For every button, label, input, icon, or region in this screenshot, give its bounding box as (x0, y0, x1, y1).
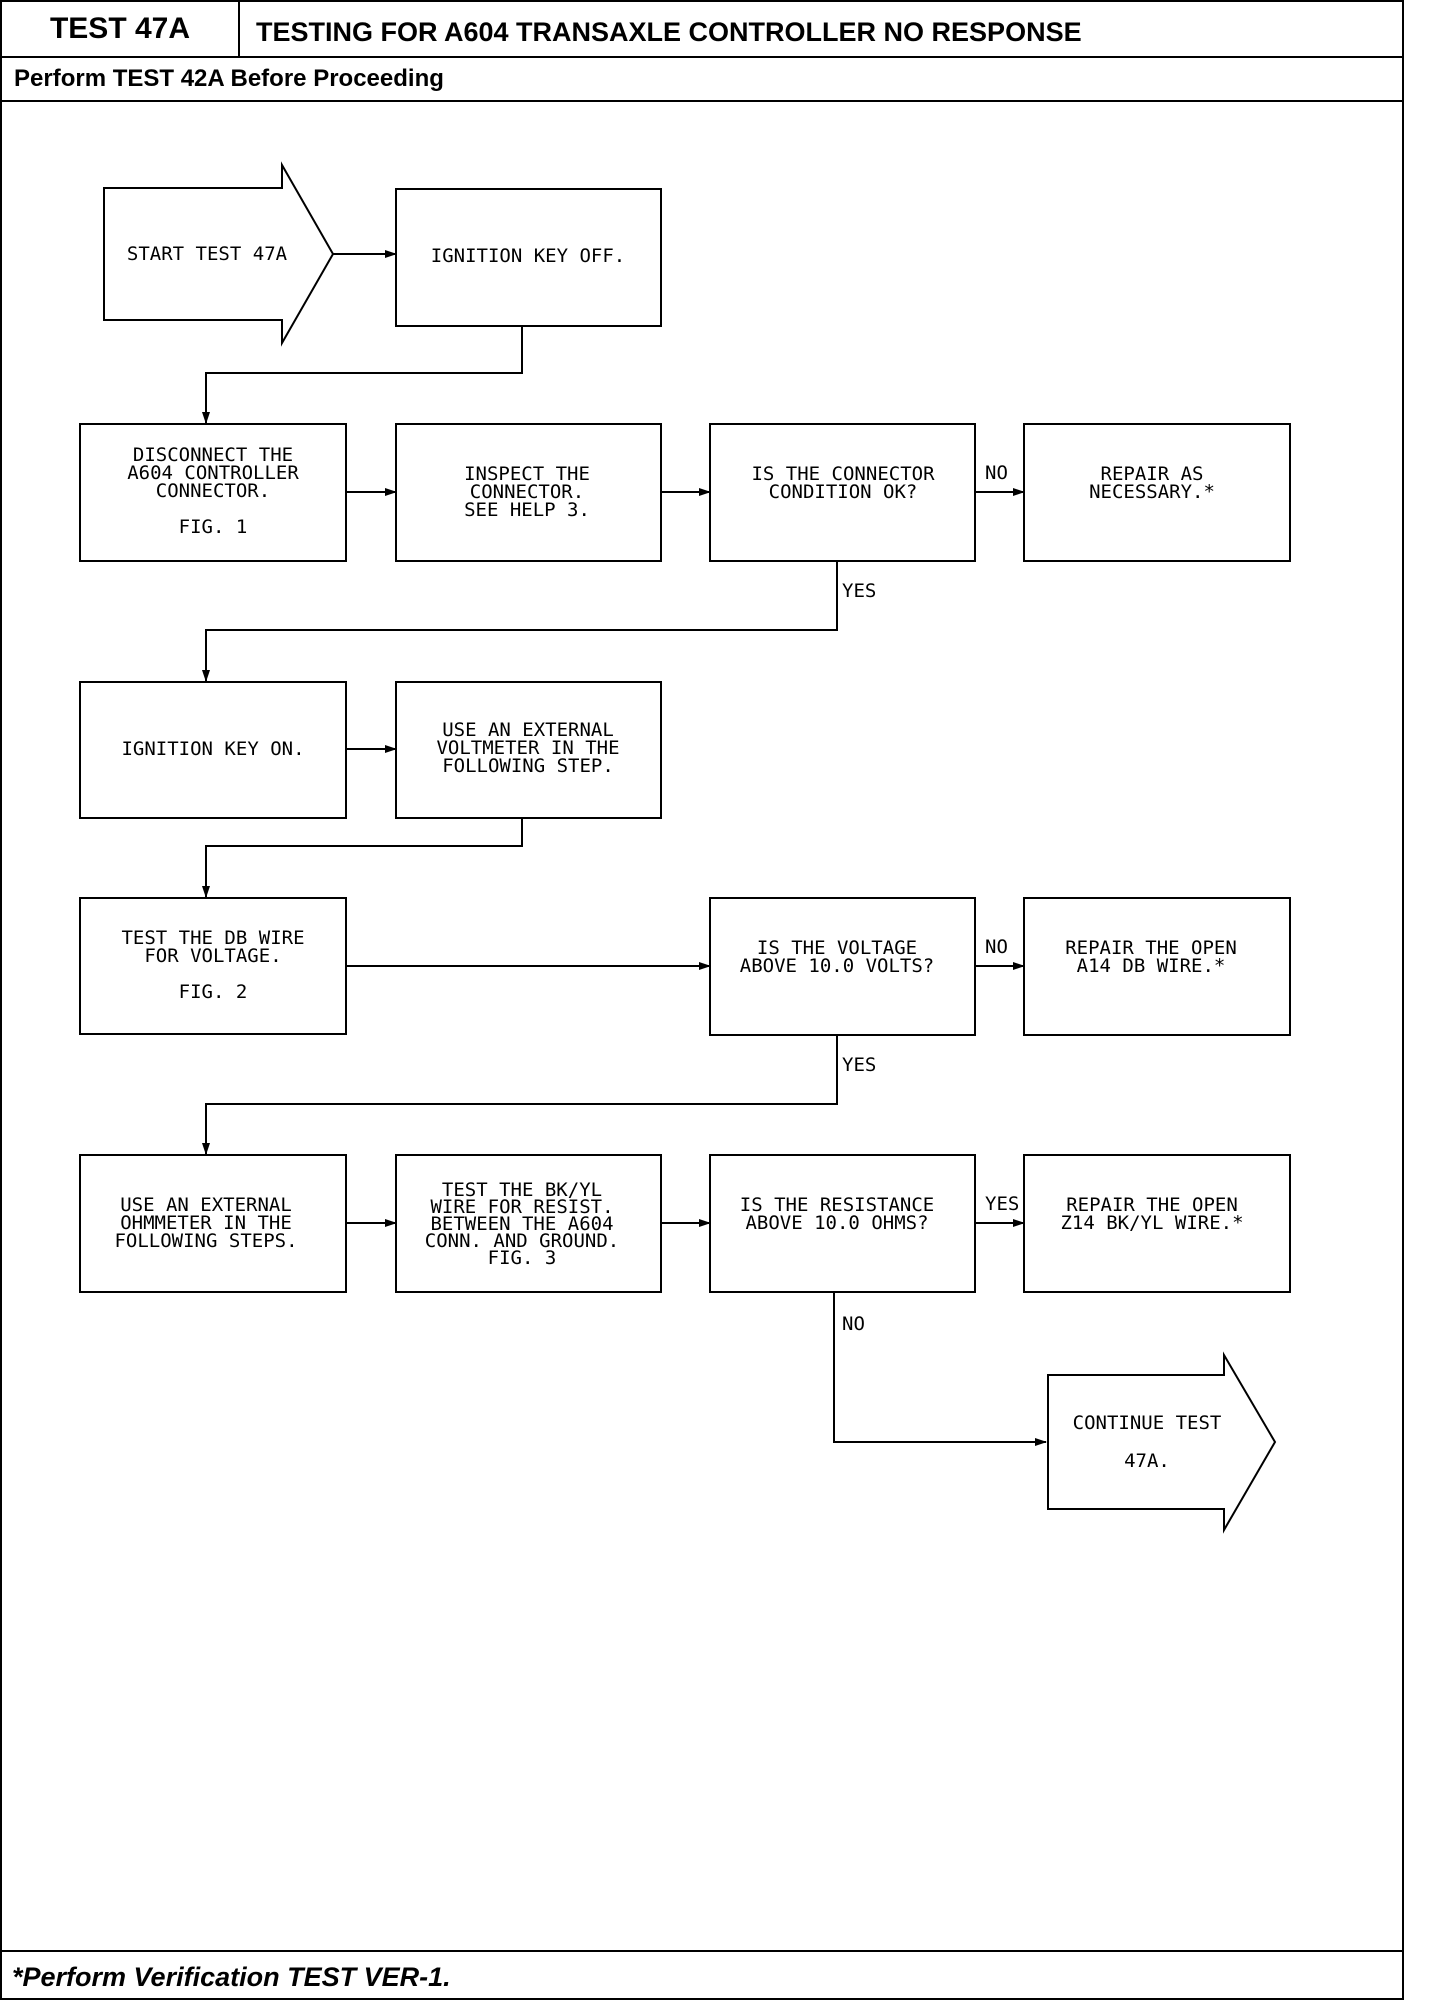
node-text-line: TEST THE DB WIRE (121, 927, 304, 949)
node-text-line: USE AN EXTERNAL (442, 719, 614, 741)
node-text-line: CONNECTOR. (156, 480, 270, 502)
connector-volt-q-yes (202, 1035, 838, 1155)
node-text-line: SEE HELP 3. (464, 499, 590, 521)
resistance-question-box (709, 1154, 976, 1293)
node-text-line: A604 CONTROLLER (127, 462, 299, 484)
branch-label-yes: YES (842, 580, 876, 602)
node-text-line: ABOVE 10.0 VOLTS? (740, 955, 934, 977)
test-db-wire-box (79, 897, 347, 1035)
header-row: TEST 47A TESTING FOR A604 TRANSAXLE CONT… (2, 2, 1402, 58)
node-text-line: START TEST 47A (127, 243, 288, 265)
verification-note: *Perform Verification TEST VER-1. (12, 1962, 451, 1992)
ohmmeter-box (79, 1154, 347, 1293)
node-text-line: CONN. AND GROUND. (425, 1230, 619, 1252)
test-title: TESTING FOR A604 TRANSAXLE CONTROLLER NO… (256, 17, 1082, 47)
start-arrow (103, 161, 335, 347)
connector-ign-off-to-disconnect (202, 326, 523, 424)
node-text-line: REPAIR THE OPEN (1065, 937, 1237, 959)
disconnect-box (79, 423, 347, 562)
connector-res-q-no (833, 1292, 1047, 1446)
node-text-line: CONDITION OK? (769, 481, 918, 503)
node-text-line: FOLLOWING STEPS. (114, 1230, 297, 1252)
node-text-line: FOR VOLTAGE. (144, 945, 281, 967)
footer-row: *Perform Verification TEST VER-1. (2, 1950, 1402, 2002)
ign-off-box (395, 188, 662, 327)
connectors (202, 250, 1047, 1446)
node-text-line: IGNITION KEY ON. (121, 738, 304, 760)
node-text-line: DISCONNECT THE (133, 444, 293, 466)
branch-label-no: NO (985, 936, 1008, 958)
connector-voltmeter-to-test-db (202, 818, 523, 898)
prerequisite-row: Perform TEST 42A Before Proceeding (2, 58, 1402, 102)
node-text-line: USE AN EXTERNAL (120, 1194, 292, 1216)
node-text-line: WIRE FOR RESIST. (430, 1196, 613, 1218)
node-text-line: INSPECT THE (464, 463, 590, 485)
node-text-line: REPAIR AS (1101, 463, 1204, 485)
node-text-line: FOLLOWING STEP. (442, 755, 614, 777)
ign-on-text: IGNITION KEY ON. (121, 738, 304, 760)
branch-label-yes: YES (842, 1054, 876, 1076)
prerequisite-note: Perform TEST 42A Before Proceeding (14, 65, 444, 92)
node-text-line: Z14 BK/YL WIRE.* (1060, 1212, 1243, 1234)
voltage-question-box (709, 897, 976, 1036)
node-text-line: REPAIR THE OPEN (1066, 1194, 1238, 1216)
continue-text: CONTINUE TEST 47A. (1073, 1412, 1222, 1472)
voltmeter-box (395, 681, 662, 819)
node-text-line: A14 DB WIRE.* (1077, 955, 1226, 977)
inspect-box (395, 423, 662, 562)
node-text-line: CONTINUE TEST (1073, 1412, 1222, 1434)
node-text-line: 47A. (1124, 1450, 1170, 1472)
repair-bkyl-wire-box (1023, 1154, 1291, 1293)
node-text-line: FIG. 3 (488, 1247, 557, 1269)
node-text-line: FIG. 1 (179, 516, 248, 538)
repair-necessary-box (1023, 423, 1291, 562)
test-id: TEST 47A (2, 2, 240, 56)
page-frame: TEST 47A TESTING FOR A604 TRANSAXLE CONT… (0, 0, 1404, 2000)
branch-label-no: NO (985, 462, 1008, 484)
connector-conn-ok-yes (202, 561, 838, 682)
continue-arrow (1047, 1351, 1277, 1534)
node-text-line: IGNITION KEY OFF. (431, 245, 625, 267)
node-text-line: BETWEEN THE A604 (430, 1213, 613, 1235)
node-text-line: IS THE RESISTANCE (740, 1194, 934, 1216)
node-text-line: CONNECTOR. (470, 481, 584, 503)
start-text: START TEST 47A (127, 243, 288, 265)
node-text-line: IS THE VOLTAGE (757, 937, 917, 959)
node-text-line: NECESSARY.* (1089, 481, 1215, 503)
test-bkyl-wire-box (395, 1154, 662, 1293)
branch-label-yes: YES (985, 1193, 1019, 1215)
node-text-line: FIG. 2 (179, 981, 248, 1003)
node-text-line: OHMMETER IN THE (120, 1212, 292, 1234)
ign-on-box (79, 681, 347, 819)
node-text-line: ABOVE 10.0 OHMS? (745, 1212, 928, 1234)
repair-db-wire-box (1023, 897, 1291, 1036)
connector-ok-question-box (709, 423, 976, 562)
ign-off-text: IGNITION KEY OFF. (431, 245, 625, 267)
node-text-line: VOLTMETER IN THE (436, 737, 619, 759)
branch-label-no: NO (842, 1313, 865, 1335)
node-text-line: TEST THE BK/YL (442, 1179, 602, 1201)
node-text-line: IS THE CONNECTOR (751, 463, 935, 485)
